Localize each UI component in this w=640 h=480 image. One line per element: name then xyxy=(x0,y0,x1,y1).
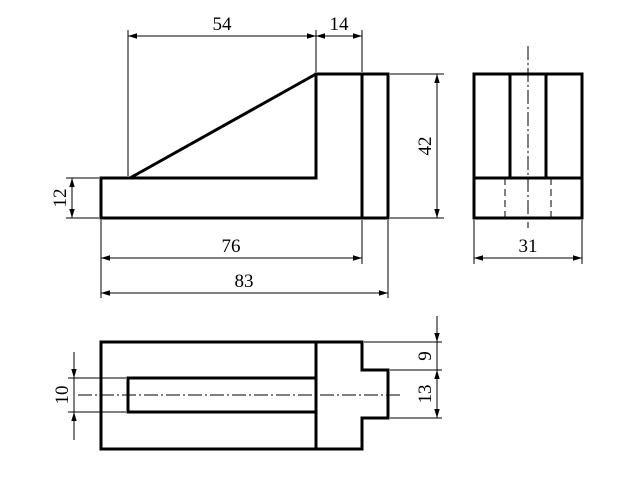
dimension-label: 9 xyxy=(415,351,436,361)
dimension-13: 13 xyxy=(390,370,442,419)
front-view xyxy=(99,72,390,220)
top-view xyxy=(78,340,400,451)
dimension-label: 83 xyxy=(235,271,254,292)
dimension-14: 14 xyxy=(316,14,363,72)
dimension-label: 10 xyxy=(52,386,73,405)
dimension-10: 10 xyxy=(52,352,126,440)
front-view-outline xyxy=(99,72,390,220)
dimension-label: 12 xyxy=(50,189,71,208)
dimension-54: 54 xyxy=(127,14,317,176)
dimension-label: 13 xyxy=(415,385,436,404)
dimension-label: 31 xyxy=(519,236,538,257)
dimension-76: 76 xyxy=(100,220,363,298)
dimension-label: 42 xyxy=(415,137,436,156)
dimension-12: 12 xyxy=(50,177,99,219)
dimension-label: 76 xyxy=(222,236,241,257)
dimension-label: 54 xyxy=(213,14,233,35)
dimension-label: 14 xyxy=(330,14,350,35)
dimension-42: 42 xyxy=(390,73,444,219)
dimension-83: 83 xyxy=(101,220,389,298)
dimension-31: 31 xyxy=(473,220,583,264)
side-view xyxy=(472,46,584,228)
dimension-9: 9 xyxy=(364,316,442,371)
top-view-outline xyxy=(99,340,390,451)
front-view-slope-edge xyxy=(129,72,317,180)
